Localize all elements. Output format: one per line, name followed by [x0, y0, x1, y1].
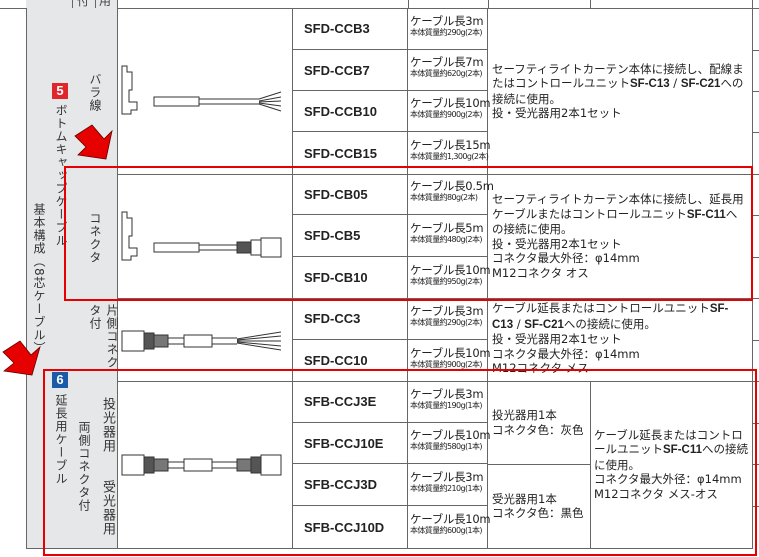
model-number: SFD-CCB7: [292, 50, 408, 91]
note-emitter: 投光器用1本 コネクタ色：灰色: [488, 381, 591, 465]
model-number: SFD-CCB15: [292, 132, 408, 175]
red-arrow-icon: [74, 124, 113, 160]
mass: 本体質量約900g(2本): [410, 359, 482, 369]
group-label: コネクタ: [88, 212, 102, 264]
cable-length: ケーブル長5m: [410, 221, 484, 235]
section-badge: 6: [52, 372, 68, 388]
group-one-side: 片側コネクタ付: [72, 298, 119, 382]
model-number: SFB-CCJ3D: [292, 464, 408, 506]
cable-length: ケーブル長3m: [410, 387, 484, 401]
group-label: 両側コネクタ付: [77, 421, 91, 512]
section-title: ボトムキャップケーブル: [54, 104, 68, 247]
cable-both-side-image: [121, 454, 282, 476]
category-cell: 基本構成（8芯ケーブル）: [26, 8, 50, 549]
cable-length: ケーブル長10m: [410, 428, 491, 442]
mass: 本体質量約600g(1本): [410, 525, 482, 535]
note-receiver: 受光器用1本 コネクタ色：黒色: [488, 464, 591, 549]
model-number: SFD-CB05: [292, 174, 408, 215]
cable-length: ケーブル長10m: [410, 512, 491, 526]
mass: 本体質量約290g(2本): [410, 27, 482, 37]
subgroup-receiver: 受光器用: [95, 464, 118, 549]
cable-length: ケーブル長10m: [410, 263, 491, 277]
cable-length: ケーブル長0.5m: [410, 179, 494, 193]
model-number: SFD-CB5: [292, 215, 408, 257]
image-cell: [117, 298, 293, 382]
model-number: SFB-CCJ3E: [292, 381, 408, 423]
section-6-cell: 6 延長用ケーブル: [49, 298, 73, 549]
group-both-side: 両側コネクタ付: [72, 381, 96, 549]
cable-length: ケーブル長3m: [410, 304, 484, 318]
model-number: SFD-CC10: [292, 340, 408, 382]
cable-length: ケーブル長10m: [410, 346, 491, 360]
mass: 本体質量約580g(1本): [410, 441, 482, 451]
header-fragment-text: 用: [99, 0, 112, 8]
mass: 本体質量約620g(2本): [410, 68, 482, 78]
model-number: SFB-CCJ10D: [292, 506, 408, 549]
header-fragment-text: 付: [77, 0, 90, 8]
cable-length: ケーブル長10m: [410, 96, 491, 110]
model-number: SFD-CB10: [292, 257, 408, 299]
group-label: バラ線: [88, 73, 102, 112]
mass: 本体質量約950g(2本): [410, 276, 482, 286]
description-connector: セーフティライトカーテン本体に接続し、延長用ケーブルまたはコントロールユニットS…: [488, 174, 753, 299]
section-badge: 5: [52, 83, 68, 99]
description-both-side: ケーブル延長またはコントロールユニットSF-C11への接続に使用。 コネクタ最大…: [590, 381, 753, 549]
mass: 本体質量約290g(2本): [410, 317, 482, 327]
mass: 本体質量約210g(1本): [410, 483, 482, 493]
image-cell: [117, 8, 293, 175]
mass: 本体質量約900g(2本): [410, 109, 482, 119]
cable-one-side-image: [121, 330, 282, 352]
subgroup-label: 受光器用: [100, 480, 115, 536]
description-bare-wire: セーフティライトカーテン本体に接続し、配線またはコントロールユニットSF-C13…: [488, 8, 753, 175]
red-arrow-icon: [2, 340, 41, 376]
mass: 本体質量約80g(2本): [410, 192, 478, 202]
subgroup-label: 投光器用: [100, 397, 115, 453]
cable-connector-image: [121, 211, 282, 261]
cable-bare-wire-image: [121, 65, 282, 115]
mass: 本体質量約1,300g(2本): [410, 151, 489, 161]
cable-length: ケーブル長3m: [410, 470, 484, 484]
section-title: 延長用ケーブル: [54, 394, 68, 485]
cable-length: ケーブル長15m: [410, 138, 491, 152]
cable-length: ケーブル長7m: [410, 55, 484, 69]
image-cell: [117, 174, 293, 299]
model-number: SFD-CCB3: [292, 8, 408, 50]
group-label: 片側コネクタ付: [88, 304, 119, 369]
model-number: SFD-CCB10: [292, 91, 408, 132]
subgroup-emitter: 投光器用: [95, 381, 118, 465]
image-cell: [117, 381, 293, 549]
model-number: SFD-CC3: [292, 298, 408, 340]
header-fragment: 付 用: [0, 0, 759, 9]
mass: 本体質量約190g(1本): [410, 400, 482, 410]
section-5-cell: 5 ボトムキャップケーブル: [49, 8, 73, 299]
cable-length: ケーブル長3m: [410, 14, 484, 28]
description-one-side: ケーブル延長またはコントロールユニットSF-C13 / SF-C21への接続に使…: [488, 298, 753, 382]
group-connector: コネクタ: [72, 174, 118, 299]
category-label: 基本構成（8芯ケーブル）: [32, 203, 46, 355]
model-number: SFB-CCJ10E: [292, 423, 408, 464]
mass: 本体質量約480g(2本): [410, 234, 482, 244]
